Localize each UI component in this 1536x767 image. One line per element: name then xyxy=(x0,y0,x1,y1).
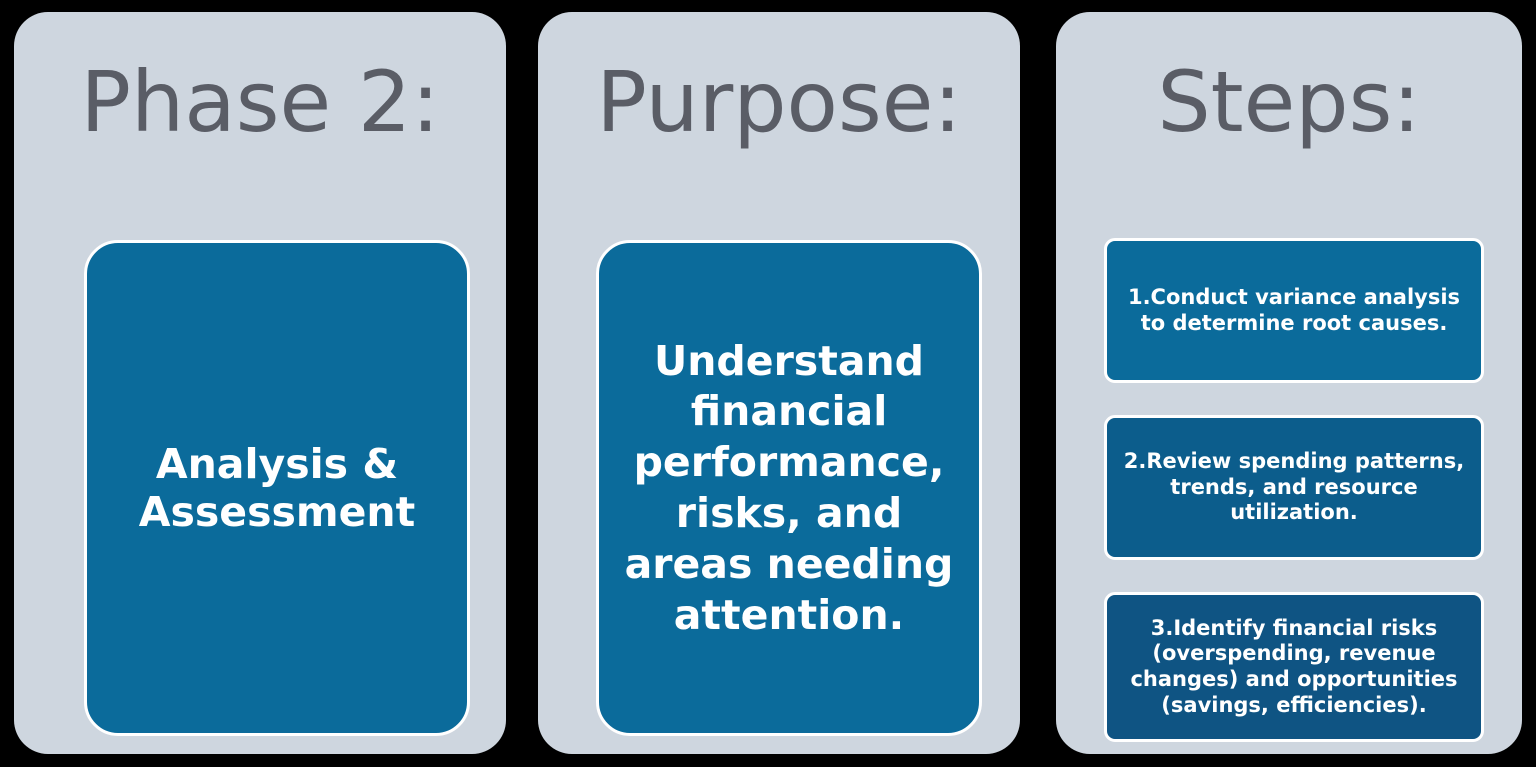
purpose-value-card[interactable]: Understand financial performance, risks,… xyxy=(596,240,982,736)
step-1-text: 1.Conduct variance analysis to determine… xyxy=(1127,284,1461,335)
panel-phase: Phase 2: Analysis & Assessment xyxy=(14,12,506,754)
list-item-step-1[interactable]: 1.Conduct variance analysis to determine… xyxy=(1104,238,1484,383)
page-title-phase: Phase 2: xyxy=(80,53,440,151)
phase-value-card[interactable]: Analysis & Assessment xyxy=(84,240,470,736)
panel-steps: Steps: 1.Conduct variance analysis to de… xyxy=(1056,12,1522,754)
purpose-value-text: Understand financial performance, risks,… xyxy=(624,336,954,639)
list-item-step-2[interactable]: 2.Review spending patterns, trends, and … xyxy=(1104,415,1484,560)
phase-value-text: Analysis & Assessment xyxy=(138,439,416,536)
page-title-steps: Steps: xyxy=(1157,53,1421,151)
list-item-step-3[interactable]: 3.Identify financial risks (overspending… xyxy=(1104,592,1484,742)
steps-list: 1.Conduct variance analysis to determine… xyxy=(1104,238,1484,742)
step-2-text: 2.Review spending patterns, trends, and … xyxy=(1123,449,1465,525)
step-3-text: 3.Identify financial risks (overspending… xyxy=(1130,615,1458,717)
panel-purpose: Purpose: Understand financial performanc… xyxy=(538,12,1020,754)
page-title-purpose: Purpose: xyxy=(596,53,962,151)
